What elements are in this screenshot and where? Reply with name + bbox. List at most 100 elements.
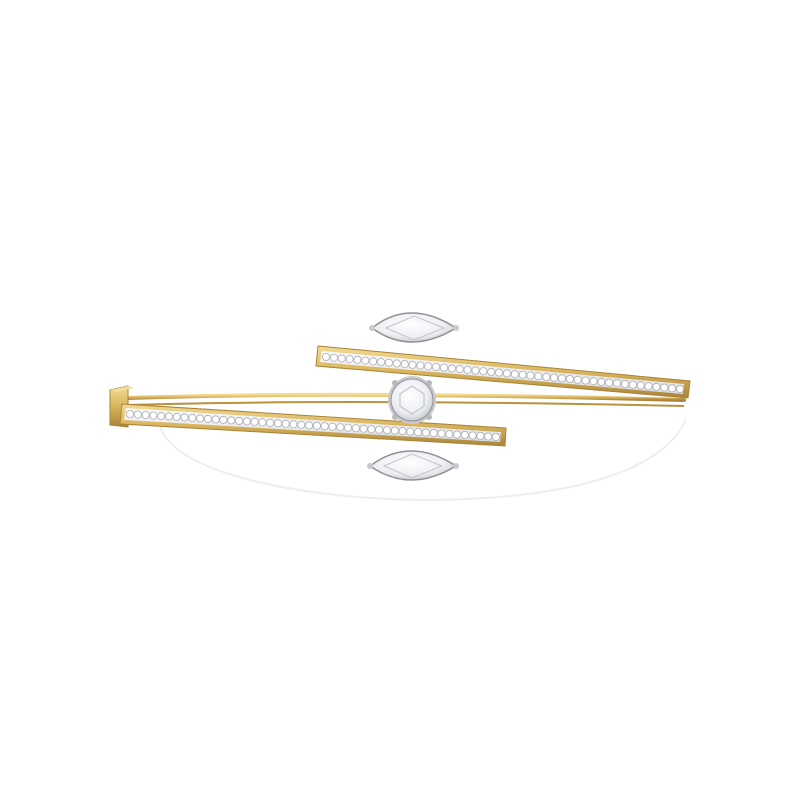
pave-stone: [390, 426, 399, 435]
pave-stone: [518, 370, 527, 379]
pave-stone: [273, 419, 282, 428]
pave-stone: [491, 432, 500, 441]
pave-stone: [468, 431, 477, 440]
pave-stone: [266, 418, 275, 427]
pave-stone: [305, 421, 314, 430]
pave-stone: [636, 381, 645, 390]
pave-stone: [141, 410, 150, 419]
pave-stone: [157, 411, 166, 420]
pave-stone: [510, 370, 519, 379]
pave-stone: [281, 419, 290, 428]
pave-stone: [377, 357, 386, 366]
pave-stone: [242, 417, 251, 426]
pave-stone: [460, 430, 469, 439]
pave-stone: [581, 376, 590, 385]
pave-stone: [414, 428, 423, 437]
pave-stone: [652, 382, 661, 391]
pave-stone: [495, 368, 504, 377]
pave-stone: [398, 427, 407, 436]
pave-stone: [668, 384, 677, 393]
pave-stone: [227, 416, 236, 425]
pave-stone: [336, 423, 345, 432]
pave-stone: [416, 361, 425, 370]
pave-stone: [605, 378, 614, 387]
pave-stone: [676, 384, 685, 393]
pave-stone: [219, 415, 228, 424]
pave-stone: [660, 383, 669, 392]
pave-stone: [542, 372, 551, 381]
pave-stone: [429, 429, 438, 438]
pave-stone: [133, 410, 142, 419]
pave-stone: [447, 364, 456, 373]
pave-stone: [421, 428, 430, 437]
pave-stone: [351, 424, 360, 433]
pave-stone: [126, 409, 135, 418]
pave-stone: [337, 354, 346, 363]
pave-stone: [172, 412, 181, 421]
pave-stone: [384, 358, 393, 367]
pave-stone: [382, 426, 391, 435]
pave-stone: [164, 412, 173, 421]
pave-stone: [526, 371, 535, 380]
pave-stone: [476, 431, 485, 440]
upper-pave-bar: [315, 345, 691, 399]
pave-stone: [258, 418, 267, 427]
pave-stone: [424, 362, 433, 371]
pave-stone: [550, 373, 559, 382]
pave-stone: [149, 411, 158, 420]
pave-stone: [534, 372, 543, 381]
pave-stone: [320, 422, 329, 431]
pave-stone: [463, 365, 472, 374]
upper-pave-stones: [321, 352, 685, 393]
pave-stone: [361, 356, 370, 365]
pave-stone: [432, 362, 441, 371]
pave-stone: [180, 413, 189, 422]
pave-stone: [353, 355, 362, 364]
pave-stone: [359, 424, 368, 433]
pave-stone: [367, 425, 376, 434]
lower-pave-bar: [119, 403, 507, 447]
pave-stone: [437, 429, 446, 438]
pave-stone: [392, 359, 401, 368]
top-marquise-diamond: [369, 312, 459, 343]
pave-stone: [628, 380, 637, 389]
pave-stone: [400, 360, 409, 369]
pave-stone: [613, 379, 622, 388]
pave-stone: [453, 430, 462, 439]
pave-stone: [203, 414, 212, 423]
pave-stone: [408, 360, 417, 369]
pave-stone: [597, 377, 606, 386]
lower-pave-stones: [126, 409, 500, 441]
pave-stone: [455, 365, 464, 374]
bottom-marquise-diamond: [367, 450, 459, 481]
pave-stone: [644, 382, 653, 391]
pave-stone: [188, 413, 197, 422]
pave-stone: [620, 379, 629, 388]
pave-stone: [289, 420, 298, 429]
pave-stone: [297, 420, 306, 429]
pave-stone: [329, 353, 338, 362]
pave-stone: [471, 366, 480, 375]
center-round-diamond: [388, 376, 436, 424]
pave-stone: [369, 357, 378, 366]
pave-stone: [484, 432, 493, 441]
pave-stone: [445, 430, 454, 439]
pave-stone: [479, 367, 488, 376]
pave-stone: [565, 374, 574, 383]
pave-stone: [343, 423, 352, 432]
pave-stone: [345, 355, 354, 364]
pave-stone: [211, 415, 220, 424]
pave-stone: [250, 417, 259, 426]
pave-stone: [573, 375, 582, 384]
pave-stone: [589, 377, 598, 386]
pave-stone: [406, 427, 415, 436]
pave-stone: [234, 416, 243, 425]
pave-stone: [375, 425, 384, 434]
pave-stone: [312, 421, 321, 430]
pave-stone: [328, 422, 337, 431]
pave-stone: [502, 369, 511, 378]
pave-stone: [196, 414, 205, 423]
pave-stone: [321, 352, 330, 361]
